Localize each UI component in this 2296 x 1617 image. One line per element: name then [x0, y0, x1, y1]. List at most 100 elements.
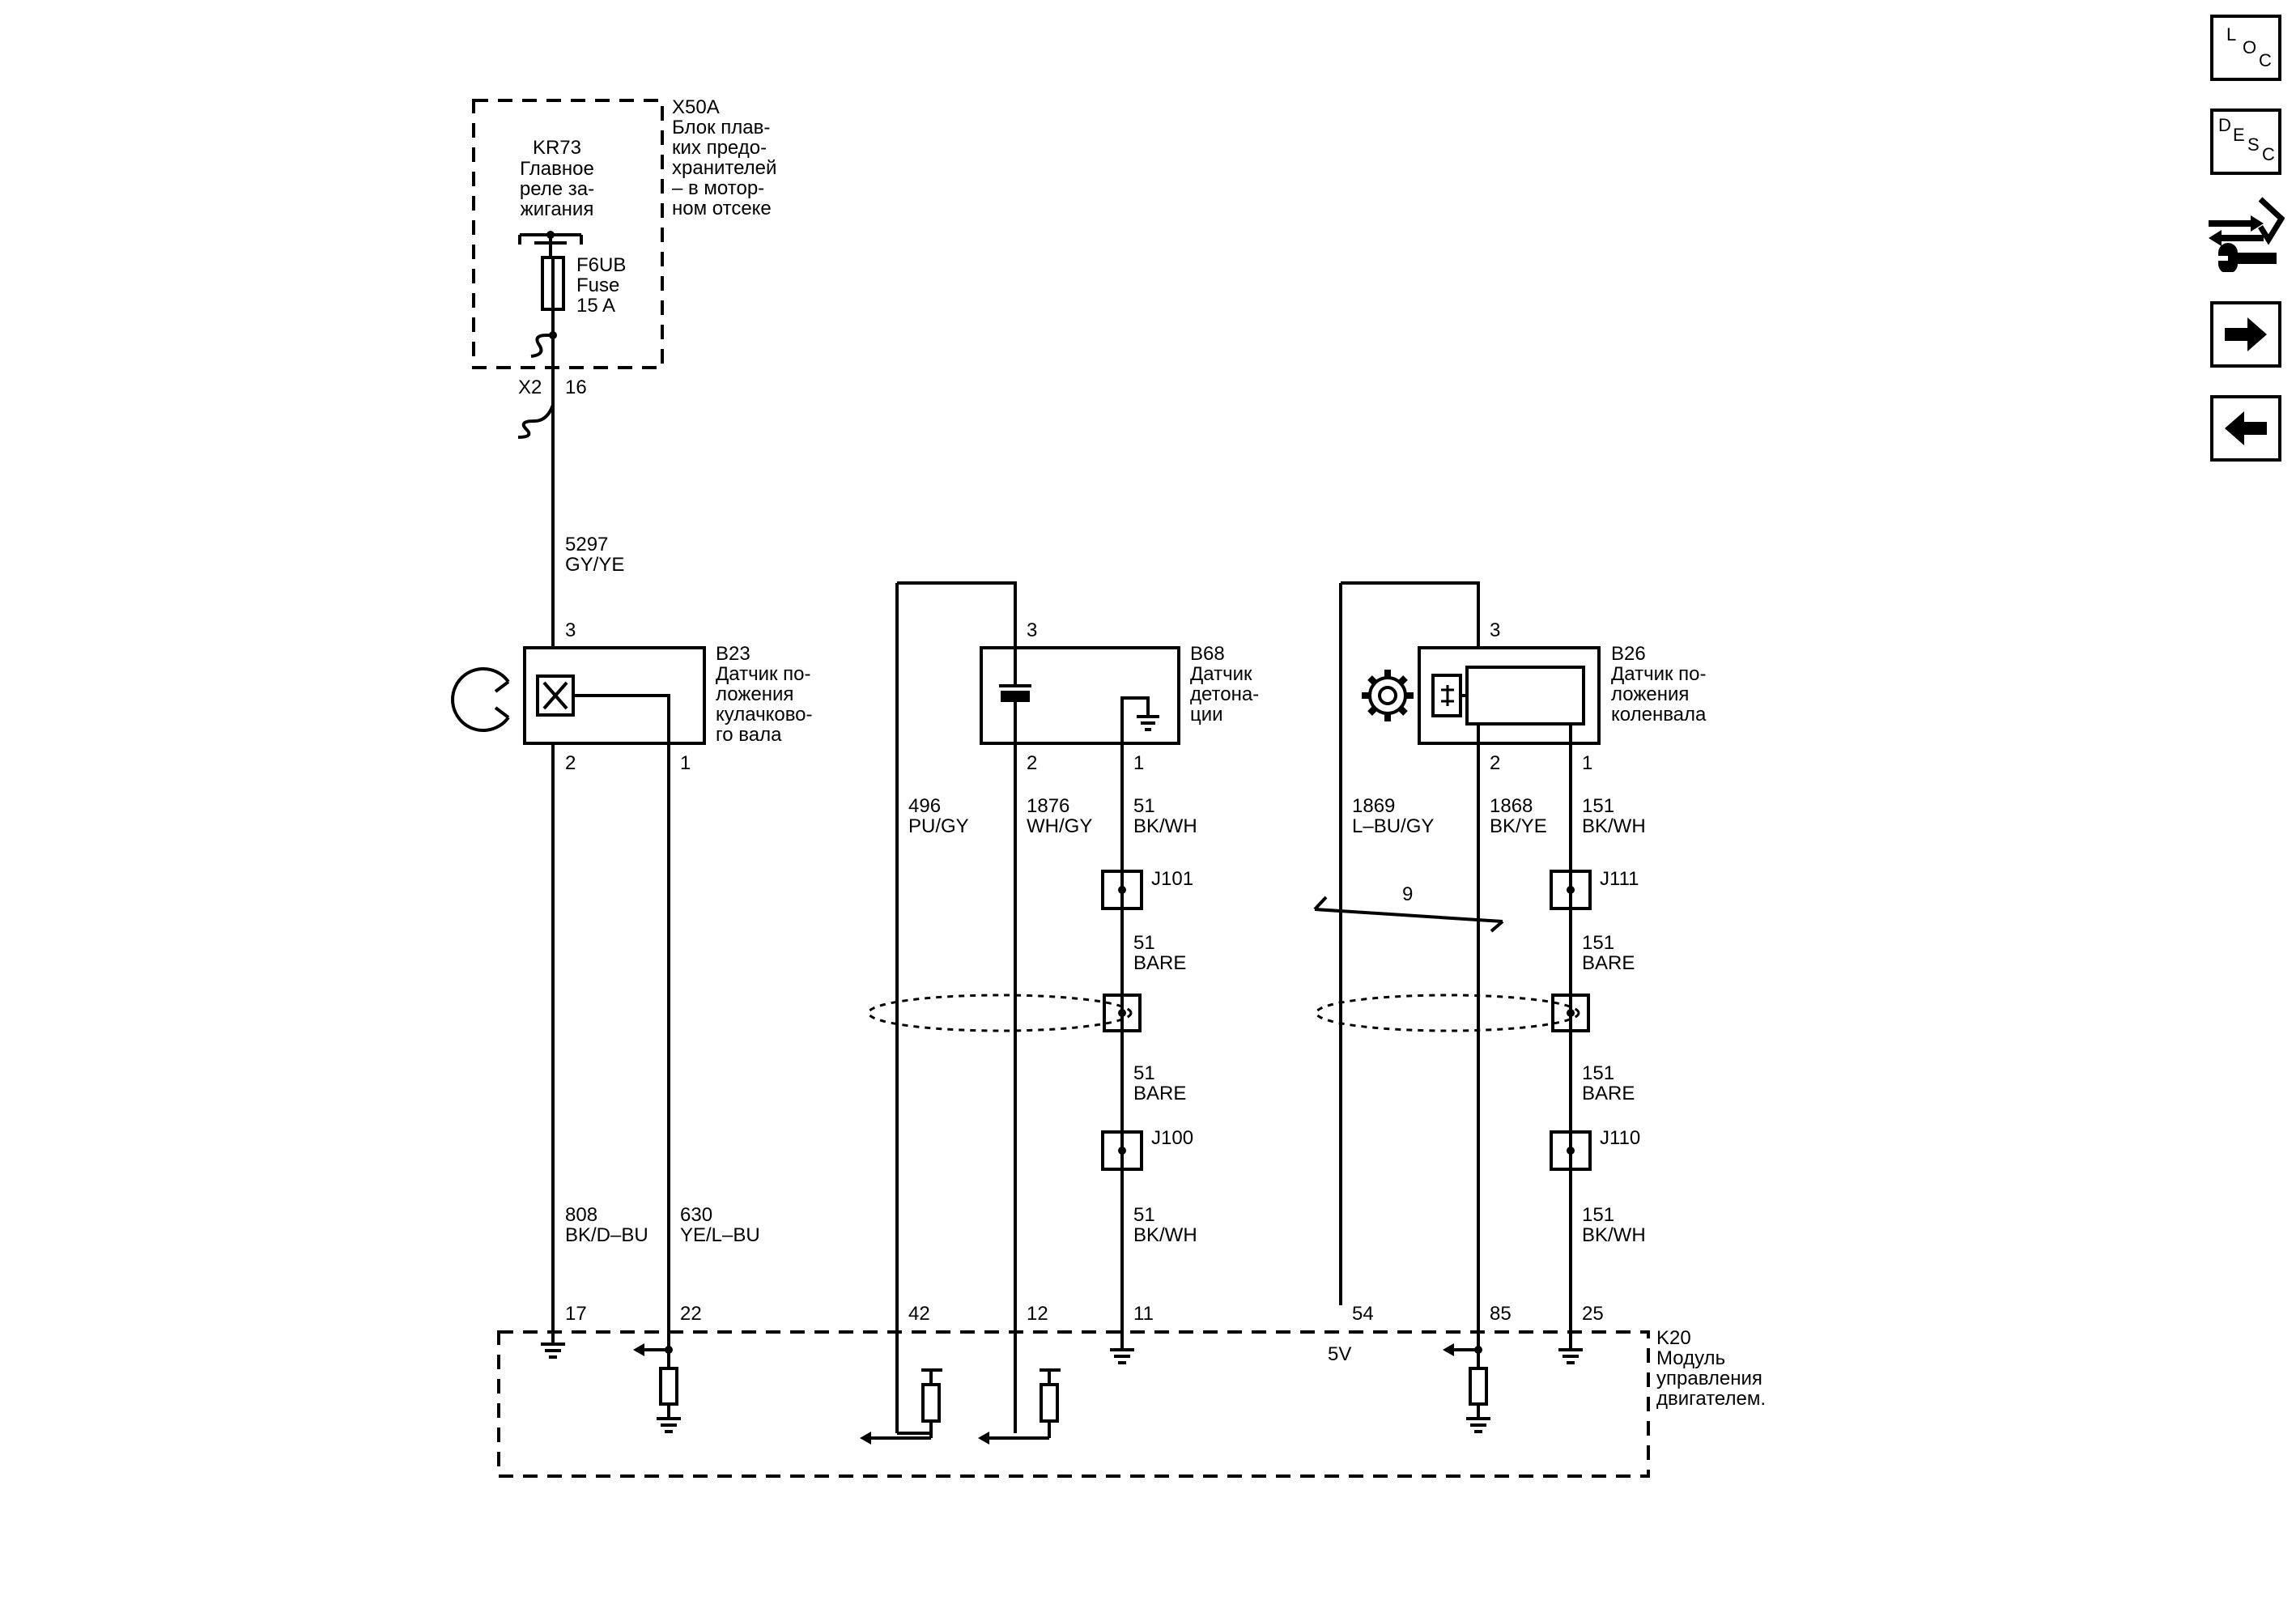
- connector-symbol-icon: [530, 334, 553, 358]
- svg-text:17: 17: [565, 1303, 587, 1325]
- svg-text:151: 151: [1582, 1062, 1614, 1084]
- svg-text:Блок плав-: Блок плав-: [672, 117, 770, 138]
- shield-splice: [1551, 994, 1590, 1032]
- svg-text:25: 25: [1582, 1303, 1604, 1325]
- ground-icon: [1466, 1417, 1490, 1433]
- svg-text:ложения: ложения: [1611, 683, 1689, 705]
- svg-text:1: 1: [1582, 752, 1592, 774]
- shield-drain-right: [1315, 994, 1580, 1032]
- svg-text:коленвала: коленвала: [1611, 704, 1707, 726]
- connector-x2: X2: [518, 377, 542, 398]
- svg-text:го вала: го вала: [716, 724, 782, 746]
- svg-text:BK/WH: BK/WH: [1582, 1224, 1646, 1246]
- svg-text:реле за-: реле за-: [520, 178, 594, 200]
- location-button[interactable]: L O C: [2210, 15, 2281, 81]
- svg-text:J100: J100: [1151, 1127, 1193, 1149]
- svg-text:Модуль: Модуль: [1656, 1347, 1725, 1369]
- svg-text:ном отсеке: ном отсеке: [672, 198, 772, 219]
- fuse-block-id: X50A: [672, 96, 720, 118]
- sensor-b68-id: B68: [1190, 643, 1225, 665]
- svg-text:BK/D–BU: BK/D–BU: [565, 1224, 648, 1246]
- svg-text:3: 3: [565, 619, 576, 641]
- twist-count: 9: [1402, 883, 1413, 905]
- splice-j110: [1550, 1130, 1592, 1171]
- shield-drain-left: [867, 994, 1133, 1032]
- svg-text:Fuse: Fuse: [576, 274, 619, 296]
- splice-j111: [1550, 870, 1592, 910]
- resistor-icon: [1040, 1383, 1059, 1423]
- splice-j100: [1101, 1130, 1143, 1171]
- svg-text:GY/YE: GY/YE: [565, 554, 624, 576]
- svg-text:BARE: BARE: [1133, 1083, 1186, 1104]
- description-button[interactable]: D E S C: [2210, 109, 2281, 175]
- svg-text:BARE: BARE: [1582, 1083, 1635, 1104]
- fuse-id: F6UB: [576, 254, 626, 276]
- svg-text:1: 1: [1133, 752, 1144, 774]
- piezo-element-icon: [999, 648, 1031, 743]
- resistor-icon: [1469, 1367, 1488, 1406]
- svg-text:151: 151: [1582, 1204, 1614, 1226]
- svg-text:– в мотор-: – в мотор-: [672, 177, 764, 199]
- svg-text:1869: 1869: [1352, 795, 1395, 817]
- svg-text:J110: J110: [1600, 1127, 1640, 1149]
- svg-text:WH/GY: WH/GY: [1027, 815, 1092, 837]
- svg-text:ции: ции: [1190, 704, 1223, 726]
- reluctor-gear-icon: [1362, 670, 1414, 721]
- tools-icon[interactable]: [2207, 194, 2285, 272]
- svg-text:ложения: ложения: [716, 683, 793, 705]
- svg-text:2: 2: [1490, 752, 1500, 774]
- svg-text:YE/L–BU: YE/L–BU: [680, 1224, 760, 1246]
- splice-j101: [1101, 870, 1143, 910]
- svg-text:J101: J101: [1151, 868, 1193, 890]
- svg-text:51: 51: [1133, 932, 1155, 954]
- svg-text:12: 12: [1027, 1303, 1048, 1325]
- ground-icon: [1110, 1348, 1134, 1364]
- sensor-b23: 3 2 1 B23 Датчик по- ложения кулачково- …: [451, 619, 813, 774]
- svg-text:J111: J111: [1600, 868, 1639, 890]
- next-page-button[interactable]: [2210, 301, 2281, 368]
- svg-text:хранителей: хранителей: [672, 157, 776, 179]
- ground-icon: [541, 1343, 565, 1359]
- sensor-b23-id: B23: [716, 643, 750, 665]
- svg-text:жигания: жигания: [521, 198, 594, 220]
- svg-text:1876: 1876: [1027, 795, 1069, 817]
- input-arrow-icon: [860, 1432, 871, 1445]
- svg-text:51: 51: [1133, 1062, 1155, 1084]
- svg-text:управления: управления: [1656, 1368, 1762, 1389]
- sensor-b68: 3 2 1 B68 Датчик детона- ции: [980, 619, 1259, 774]
- svg-text:51: 51: [1133, 1204, 1155, 1226]
- relay-id: KR73: [533, 137, 581, 159]
- svg-text:151: 151: [1582, 932, 1614, 954]
- arrow-right-icon: [2225, 317, 2267, 351]
- previous-page-button[interactable]: [2210, 395, 2281, 462]
- ref-5v-label: 5V: [1328, 1343, 1351, 1365]
- svg-text:11: 11: [1133, 1303, 1154, 1325]
- relay-contact-icon: [518, 231, 583, 257]
- svg-text:BK/WH: BK/WH: [1582, 815, 1646, 837]
- svg-text:PU/GY: PU/GY: [908, 815, 969, 837]
- svg-text:BK/WH: BK/WH: [1133, 815, 1197, 837]
- svg-text:15 A: 15 A: [576, 295, 615, 317]
- svg-text:51: 51: [1133, 795, 1155, 817]
- svg-text:22: 22: [680, 1303, 702, 1325]
- svg-text:2: 2: [1027, 752, 1037, 774]
- svg-text:Главное: Главное: [520, 158, 594, 180]
- arrow-left-icon: [2225, 411, 2267, 445]
- svg-text:ких предо-: ких предо-: [672, 137, 767, 159]
- connector-pin-16: 16: [565, 377, 587, 398]
- svg-text:1: 1: [680, 752, 691, 774]
- module-id: K20: [1656, 1327, 1691, 1349]
- resistor-icon: [921, 1383, 941, 1423]
- svg-text:42: 42: [908, 1303, 930, 1325]
- svg-text:Датчик по-: Датчик по-: [1611, 663, 1706, 685]
- svg-text:BK/YE: BK/YE: [1490, 815, 1547, 837]
- svg-text:Датчик: Датчик: [1190, 663, 1252, 685]
- svg-text:2: 2: [565, 752, 576, 774]
- svg-text:54: 54: [1352, 1303, 1374, 1325]
- twisted-pair-marker: [1314, 908, 1503, 923]
- svg-text:Датчик по-: Датчик по-: [716, 663, 810, 685]
- cam-reluctor-icon: [451, 667, 510, 732]
- ground-icon: [1558, 1348, 1583, 1364]
- svg-text:BK/WH: BK/WH: [1133, 1224, 1197, 1246]
